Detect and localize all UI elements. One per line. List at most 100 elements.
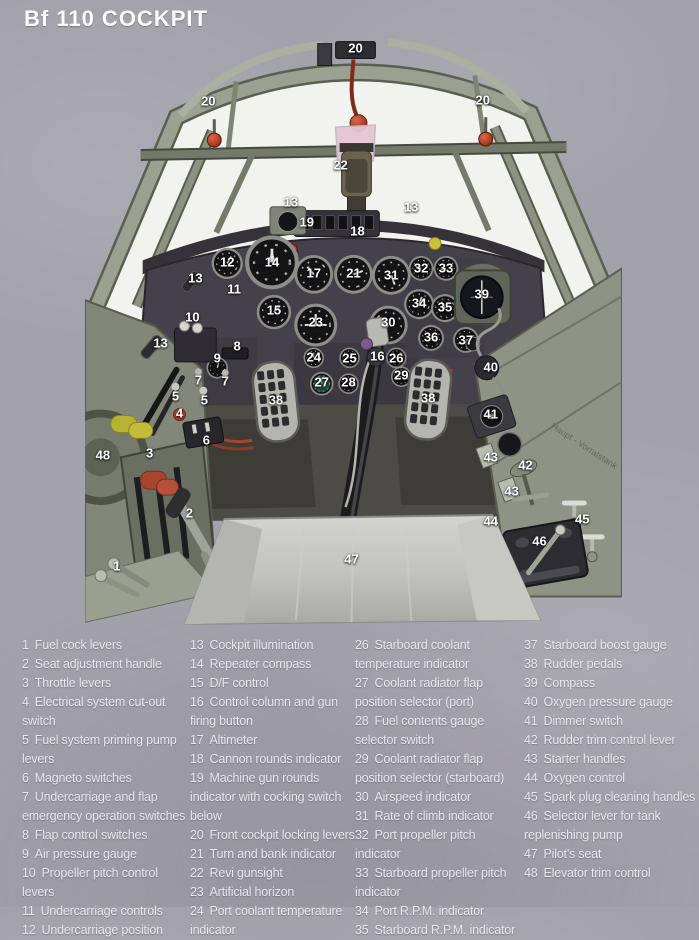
- magnetic-compass-icon: [453, 262, 512, 326]
- pilot-seat: [183, 513, 542, 625]
- cockpit-illustration: Haupt - Vorratstank: [85, 38, 622, 625]
- callout-26: 26: [389, 350, 404, 366]
- callout-20: 20: [201, 93, 216, 109]
- page-title: Bf 110 COCKPIT: [24, 6, 208, 31]
- callout-13: 13: [188, 270, 203, 286]
- callout-18: 18: [350, 223, 365, 239]
- callout-48: 48: [95, 447, 111, 463]
- callout-43: 43: [504, 483, 519, 499]
- callout-47: 47: [344, 551, 359, 567]
- callout-21: 21: [346, 265, 361, 281]
- callout-15: 15: [266, 302, 282, 318]
- callout-38: 38: [420, 390, 436, 406]
- callout-39: 39: [474, 286, 490, 302]
- callout-40: 40: [483, 359, 498, 375]
- callout-24: 24: [306, 349, 321, 365]
- fuel-cock-lever: [97, 573, 140, 598]
- callout-38: 38: [268, 392, 284, 408]
- callout-6: 6: [202, 432, 210, 448]
- callout-25: 25: [342, 350, 357, 366]
- callout-44: 44: [483, 513, 498, 529]
- callout-19: 19: [299, 214, 314, 230]
- rudder-trim-lever: [509, 459, 538, 478]
- callout-8: 8: [233, 338, 241, 354]
- callout-42: 42: [518, 457, 533, 473]
- callout-43: 43: [483, 449, 498, 465]
- callout-1: 1: [113, 558, 121, 574]
- callout-46: 46: [532, 533, 547, 549]
- callout-13: 13: [153, 335, 168, 351]
- callout-41: 41: [483, 406, 498, 422]
- callout-3: 3: [146, 445, 154, 461]
- callout-7: 7: [194, 372, 202, 388]
- callout-2: 2: [185, 505, 194, 521]
- callout-31: 31: [384, 267, 399, 283]
- callout-16: 16: [370, 348, 385, 364]
- callout-20: 20: [475, 92, 490, 108]
- callout-33: 33: [438, 260, 454, 276]
- callout-4: 4: [175, 405, 184, 421]
- callout-32: 32: [413, 260, 429, 276]
- callout-5: 5: [171, 388, 180, 404]
- revi-gunsight-icon: [334, 124, 377, 230]
- callout-34: 34: [411, 295, 427, 311]
- callout-23: 23: [308, 314, 323, 330]
- callout-22: 22: [333, 157, 348, 173]
- callout-30: 30: [381, 314, 396, 330]
- cockpit-figure: Haupt - Vorratstank: [85, 38, 622, 628]
- right-console: Haupt - Vorratstank: [465, 267, 622, 598]
- callout-29: 29: [393, 367, 409, 383]
- callout-20: 20: [348, 40, 363, 56]
- cutout-button-red: [173, 408, 186, 422]
- callout-13: 13: [283, 194, 299, 210]
- oxygen-apparatus: [474, 355, 500, 381]
- callout-45: 45: [574, 511, 590, 527]
- canopy-side-knobs-20: [206, 117, 494, 148]
- callout-9: 9: [213, 350, 221, 366]
- callout-14: 14: [264, 254, 280, 270]
